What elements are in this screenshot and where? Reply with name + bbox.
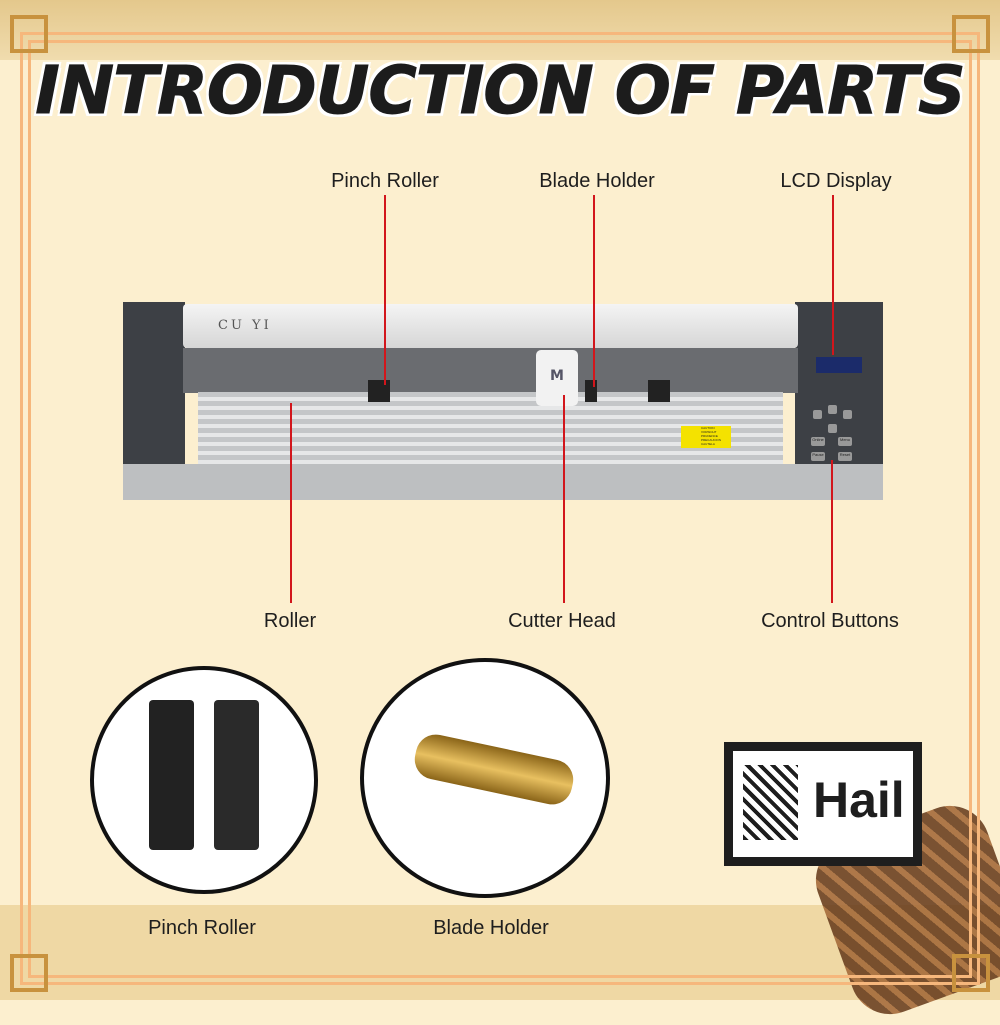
pointer-cutter-head [563,395,565,603]
hail-logo: Hail [724,742,922,866]
pointer-lcd [832,195,834,355]
brand-logo: CU YI [218,318,272,333]
arrow-down-button[interactable] [828,424,837,433]
pointer-control-buttons [831,460,833,603]
pinch-roller [368,380,390,402]
arrow-left-button[interactable] [813,410,822,419]
menu-button[interactable]: Menu [838,437,852,446]
carriage-rail [183,348,798,393]
blade-holder [585,380,597,402]
pointer-blade-holder [593,195,595,387]
label-blade-holder: Blade Holder [539,170,655,192]
hail-logo-text: Hail [813,772,905,828]
corner-ornament [10,15,48,53]
lcd-display [816,357,862,373]
arrow-up-button[interactable] [828,405,837,414]
inset-label-pinch-roller: Pinch Roller [148,917,256,939]
frame-outer [20,32,980,985]
arrow-right-button[interactable] [843,410,852,419]
top-band [0,0,1000,60]
label-control-buttons: Control Buttons [761,610,899,632]
pinch-roller-image [214,700,259,850]
blade-holder-inset [360,658,610,898]
corner-ornament [952,954,990,992]
corner-ornament [952,15,990,53]
online-button[interactable]: Online [811,437,825,446]
pinch-roller [648,380,670,402]
pointer-roller [290,403,292,603]
label-lcd-display: LCD Display [780,170,892,192]
blade-holder-image [411,730,577,809]
pinch-roller-inset [90,666,318,894]
corner-ornament [10,954,48,992]
label-pinch-roller: Pinch Roller [331,170,439,192]
pinch-roller-image [149,700,194,850]
base [123,464,883,500]
label-cutter-head: Cutter Head [508,610,616,632]
reset-button[interactable]: Reset [838,452,852,461]
label-roller: Roller [263,610,317,632]
frame-inner [28,40,972,978]
pointer-pinch-roller [384,195,386,385]
pause-button[interactable]: Pause [811,452,825,461]
cutter-head: M [536,350,578,406]
inset-label-blade-holder: Blade Holder [433,917,549,939]
page-title: INTRODUCTION OF PARTS [35,52,966,130]
hail-mark-icon [743,765,798,840]
top-cover: CU YI [183,304,798,348]
